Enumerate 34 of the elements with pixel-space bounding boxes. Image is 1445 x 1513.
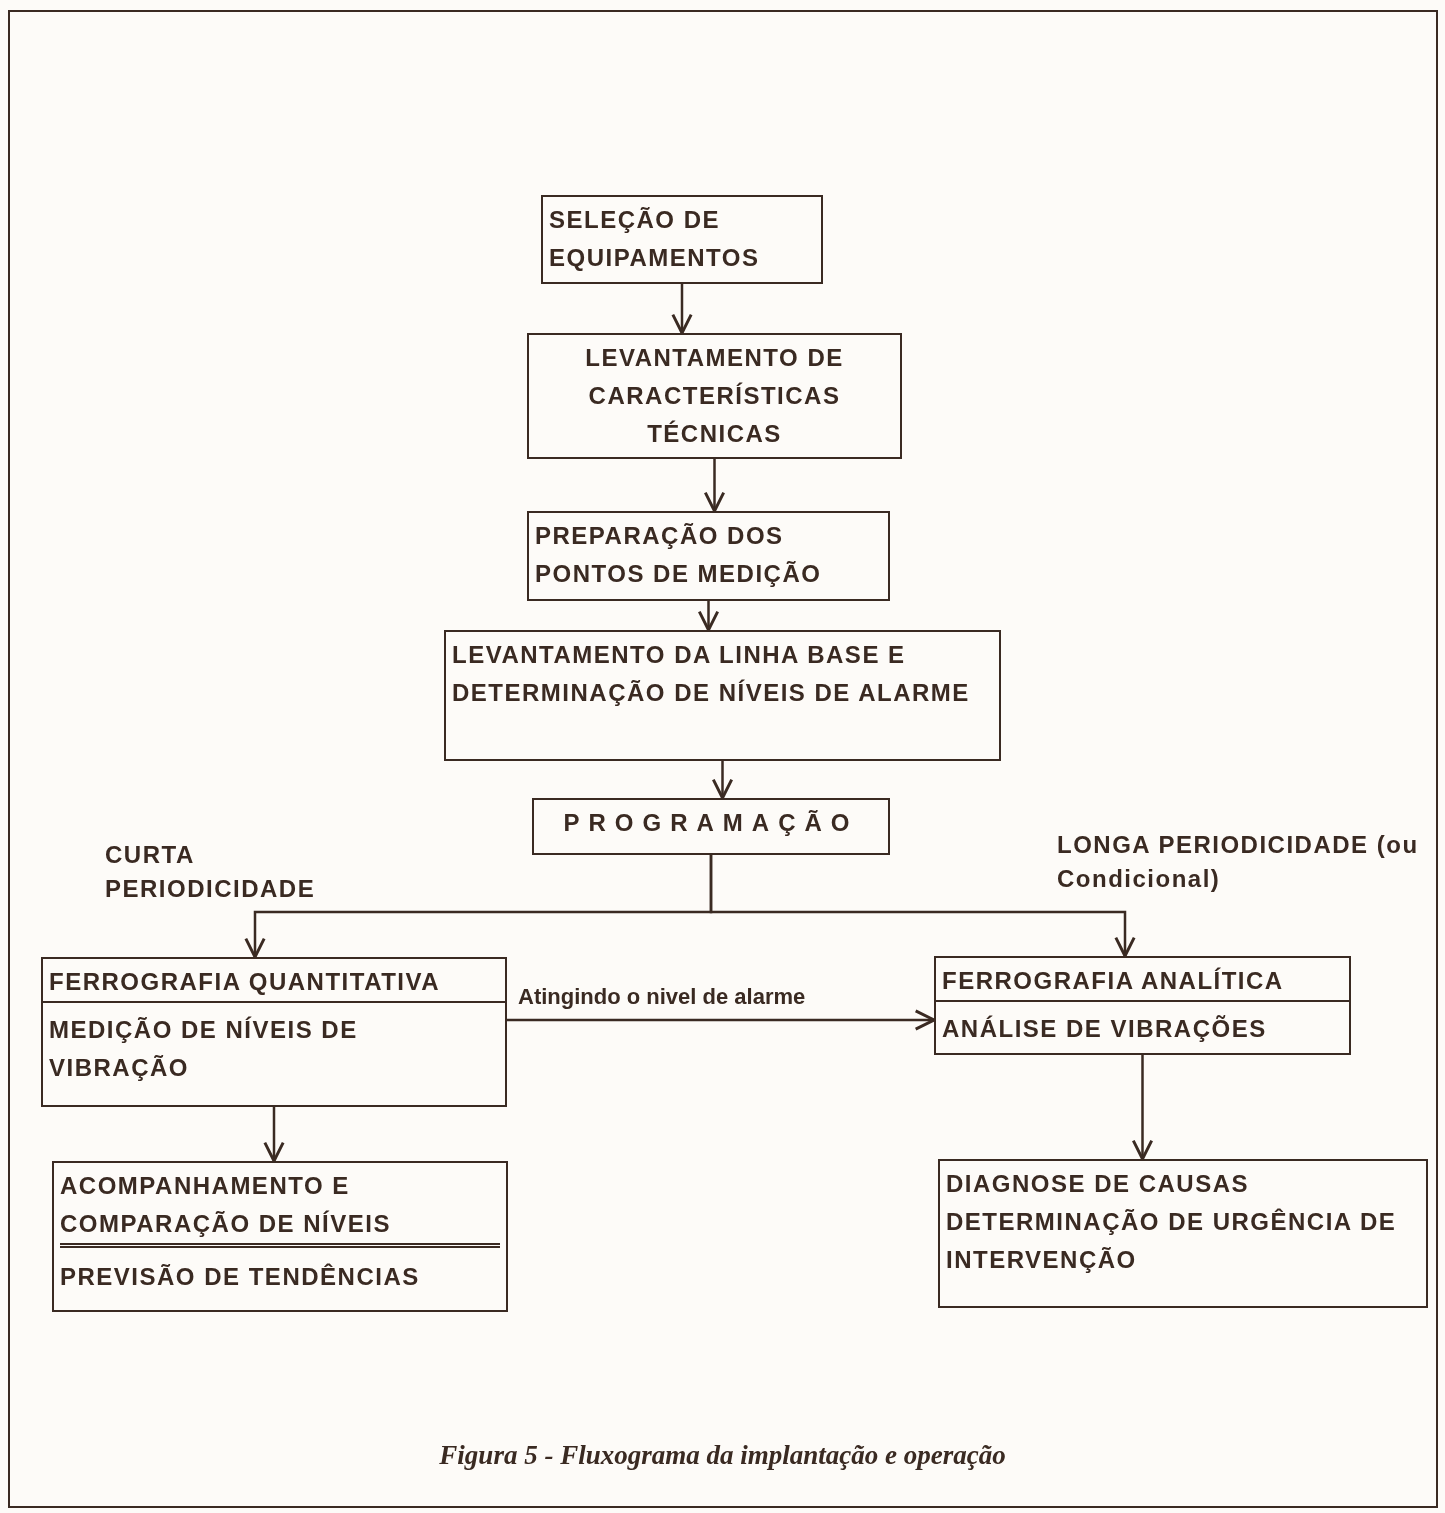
process-box (444, 630, 1001, 761)
figure-caption: Figura 5 - Fluxograma da implantação e operação (438, 1440, 1007, 1471)
process-box (934, 956, 1351, 1055)
arrow (709, 855, 1136, 958)
box-text: LEVANTAMENTO DE CARACTERÍSTICAS TÉCNICAS (584, 343, 845, 449)
edge-label: Atingindo o nivel de alarme (518, 983, 807, 1011)
box-text: ANÁLISE DE VIBRAÇÕES (942, 1014, 1268, 1044)
box-text: FERROGRAFIA QUANTITATIVA (43, 963, 505, 1003)
process-box (541, 195, 823, 284)
box-text: DETERMINAÇÃO DE URGÊNCIA DE INTERVENÇÃO (946, 1207, 1398, 1275)
box-text: SELEÇÃO DE EQUIPAMENTOS (549, 205, 761, 273)
arrow (1131, 1055, 1154, 1161)
box-text: DIAGNOSE DE CAUSAS (946, 1169, 1251, 1199)
arrow (671, 284, 693, 335)
arrow (711, 761, 734, 800)
process-box (52, 1161, 508, 1312)
process-box (41, 957, 507, 1107)
process-box (527, 333, 902, 459)
process-box (527, 511, 890, 601)
process-box (532, 798, 890, 855)
box-text: PROGRAMAÇÃO (562, 808, 860, 838)
box-text: MEDIÇÃO DE NÍVEIS DE VIBRAÇÃO (49, 1015, 359, 1083)
edge-label: CURTA PERIODICIDADE (105, 840, 317, 904)
box-text: FERROGRAFIA ANALÍTICA (936, 962, 1349, 1002)
process-box (938, 1159, 1428, 1308)
edge-label: LONGA PERIODICIDADE (ou Condicional) (1057, 830, 1420, 894)
arrow (507, 1009, 936, 1031)
arrow (263, 1107, 285, 1163)
box-text: LEVANTAMENTO DA LINHA BASE E DETERMINAÇÃO DE NÍVEIS DE ALARME (452, 640, 971, 708)
arrow (703, 459, 726, 513)
box-text: ACOMPANHAMENTO E COMPARAÇÃO DE NÍVEIS (60, 1167, 500, 1248)
arrow (697, 601, 720, 632)
box-text: PREVISÃO DE TENDÊNCIAS (60, 1262, 421, 1292)
box-text: PREPARAÇÃO DOS PONTOS DE MEDIÇÃO (535, 521, 823, 589)
